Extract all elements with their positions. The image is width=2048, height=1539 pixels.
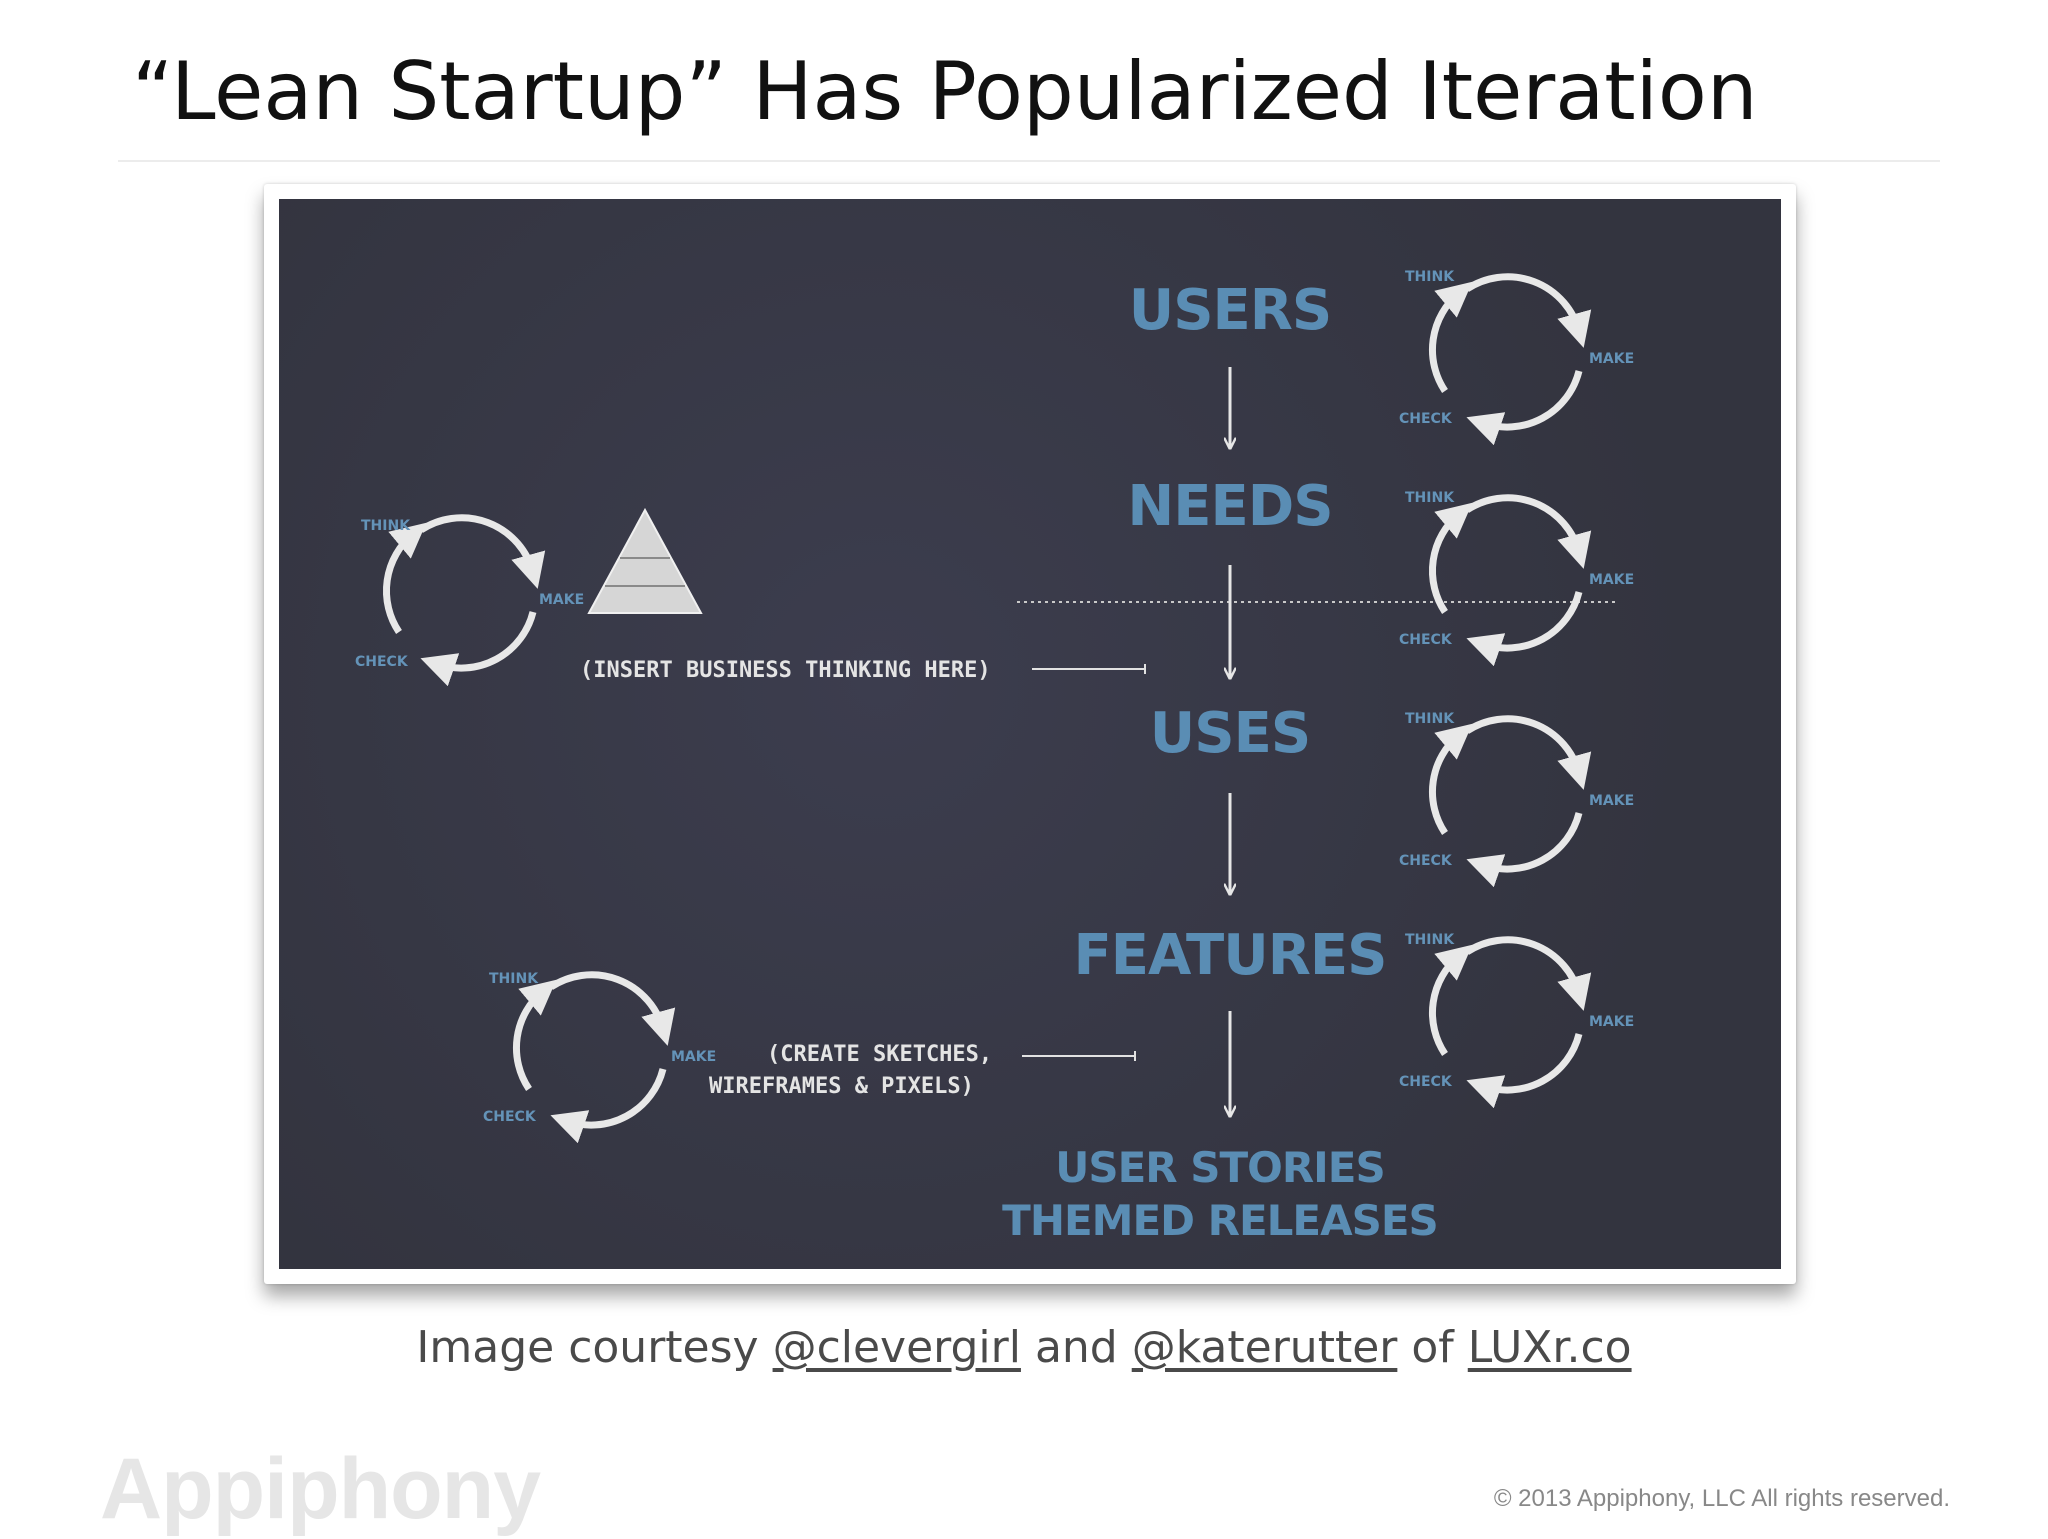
slide-title: “Lean Startup” Has Popularized Iteration bbox=[132, 45, 1758, 138]
cycle-design: THINK MAKE CHECK bbox=[483, 971, 716, 1125]
cycle-users: THINK MAKE CHECK bbox=[1399, 269, 1634, 427]
photo-frame: USERS NEEDS USES FEATURES USER STORIES T… bbox=[264, 184, 1796, 1284]
stage-uses: USES bbox=[1150, 701, 1310, 766]
cycle-make: MAKE bbox=[539, 592, 584, 608]
cycle-make: MAKE bbox=[1589, 1014, 1634, 1030]
title-divider bbox=[118, 160, 1940, 162]
sketches-note-line2: WIREFRAMES & PIXELS) bbox=[709, 1074, 974, 1099]
cycle-make: MAKE bbox=[1589, 351, 1634, 367]
cycle-make: MAKE bbox=[1589, 572, 1634, 588]
cycle-think: THINK bbox=[1405, 932, 1455, 948]
diagram-photo: USERS NEEDS USES FEATURES USER STORIES T… bbox=[279, 199, 1781, 1269]
cycle-check: CHECK bbox=[1399, 411, 1453, 427]
pyramid-icon bbox=[587, 507, 703, 614]
cycle-make: MAKE bbox=[1589, 793, 1634, 809]
cycle-make: MAKE bbox=[671, 1049, 716, 1065]
katerutter-link[interactable]: @katerutter bbox=[1131, 1322, 1398, 1373]
cycle-check: CHECK bbox=[1399, 632, 1453, 648]
image-caption: Image courtesy @clevergirl and @katerutt… bbox=[0, 1322, 2048, 1373]
caption-and: and bbox=[1020, 1322, 1132, 1373]
cycle-check: CHECK bbox=[1399, 1074, 1453, 1090]
cycle-features: THINK MAKE CHECK bbox=[1399, 932, 1634, 1090]
cycle-think: THINK bbox=[489, 971, 539, 987]
stage-features: FEATURES bbox=[1074, 923, 1387, 988]
cycle-needs: THINK MAKE CHECK bbox=[1399, 490, 1634, 648]
business-thinking-note: (INSERT BUSINESS THINKING HERE) bbox=[580, 658, 991, 683]
lean-startup-diagram: USERS NEEDS USES FEATURES USER STORIES T… bbox=[355, 269, 1634, 1245]
luxr-link[interactable]: LUXr.co bbox=[1467, 1322, 1632, 1373]
caption-prefix: Image courtesy bbox=[416, 1322, 773, 1373]
cycle-uses: THINK MAKE CHECK bbox=[1399, 711, 1634, 869]
copyright-notice: © 2013 Appiphony, LLC All rights reserve… bbox=[1493, 1485, 1950, 1512]
cycle-think: THINK bbox=[1405, 269, 1455, 285]
stage-needs: NEEDS bbox=[1127, 474, 1332, 539]
cycle-think: THINK bbox=[1405, 490, 1455, 506]
appiphony-logo: Appiphony bbox=[100, 1441, 541, 1537]
cycle-think: THINK bbox=[361, 518, 411, 534]
stage-user-stories: USER STORIES bbox=[1055, 1143, 1385, 1192]
cycle-check: CHECK bbox=[483, 1109, 537, 1125]
cycle-check: CHECK bbox=[355, 654, 409, 670]
stage-themed-releases: THEMED RELEASES bbox=[1002, 1196, 1438, 1245]
stage-users: USERS bbox=[1129, 278, 1332, 343]
sketches-note-line1: (CREATE SKETCHES, bbox=[767, 1042, 992, 1067]
cycle-check: CHECK bbox=[1399, 853, 1453, 869]
cycle-business: THINK MAKE CHECK bbox=[355, 518, 584, 670]
clevergirl-link[interactable]: @clevergirl bbox=[772, 1322, 1021, 1373]
cycle-think: THINK bbox=[1405, 711, 1455, 727]
caption-of: of bbox=[1397, 1322, 1468, 1373]
